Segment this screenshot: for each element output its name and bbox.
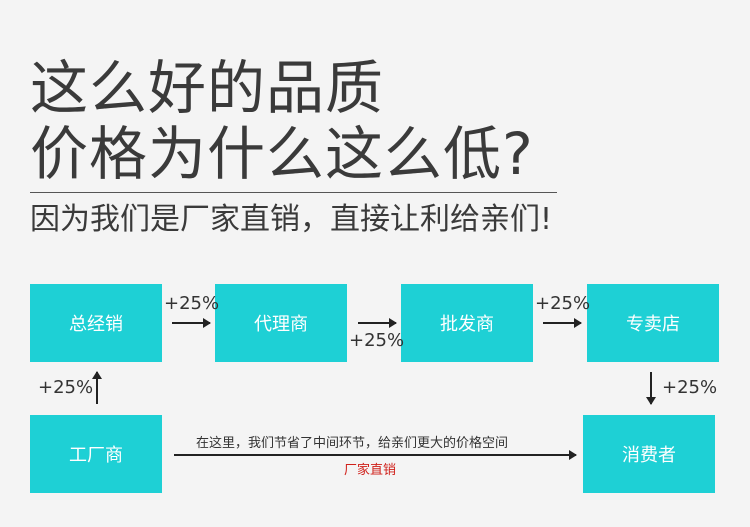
box-factory: 工厂商	[30, 415, 162, 493]
box-specialty-store: 专卖店	[587, 284, 719, 362]
direct-route-note: 在这里，我们节省了中间环节，给亲们更大的价格空间	[196, 436, 509, 451]
markup-store-to-consumer: +25%	[662, 377, 718, 398]
arrow-factory-to-consumer	[174, 451, 577, 459]
arrow-store-to-consumer	[647, 372, 655, 405]
markup-factory-to-general: +25%	[38, 377, 94, 398]
arrow-factory-to-general	[93, 371, 101, 404]
box-wholesaler: 批发商	[401, 284, 533, 362]
box-agent: 代理商	[215, 284, 347, 362]
headline-line-1: 这么好的品质	[30, 54, 385, 122]
arrow-agent-to-wholesaler	[358, 319, 397, 327]
markup-general-to-agent: +25%	[164, 293, 220, 314]
arrow-general-to-agent	[172, 319, 211, 327]
box-consumer: 消费者	[583, 415, 715, 493]
markup-agent-to-wholesaler: +25%	[349, 330, 405, 351]
direct-route-label: 厂家直销	[344, 463, 397, 478]
markup-wholesaler-to-store: +25%	[535, 293, 591, 314]
arrow-wholesaler-to-store	[543, 319, 582, 327]
headline-line-2: 价格为什么这么低?	[30, 120, 534, 188]
box-general-distributor: 总经销	[30, 284, 162, 362]
subtitle: 因为我们是厂家直销，直接让利给亲们!	[30, 202, 553, 237]
headline-divider	[30, 192, 557, 193]
